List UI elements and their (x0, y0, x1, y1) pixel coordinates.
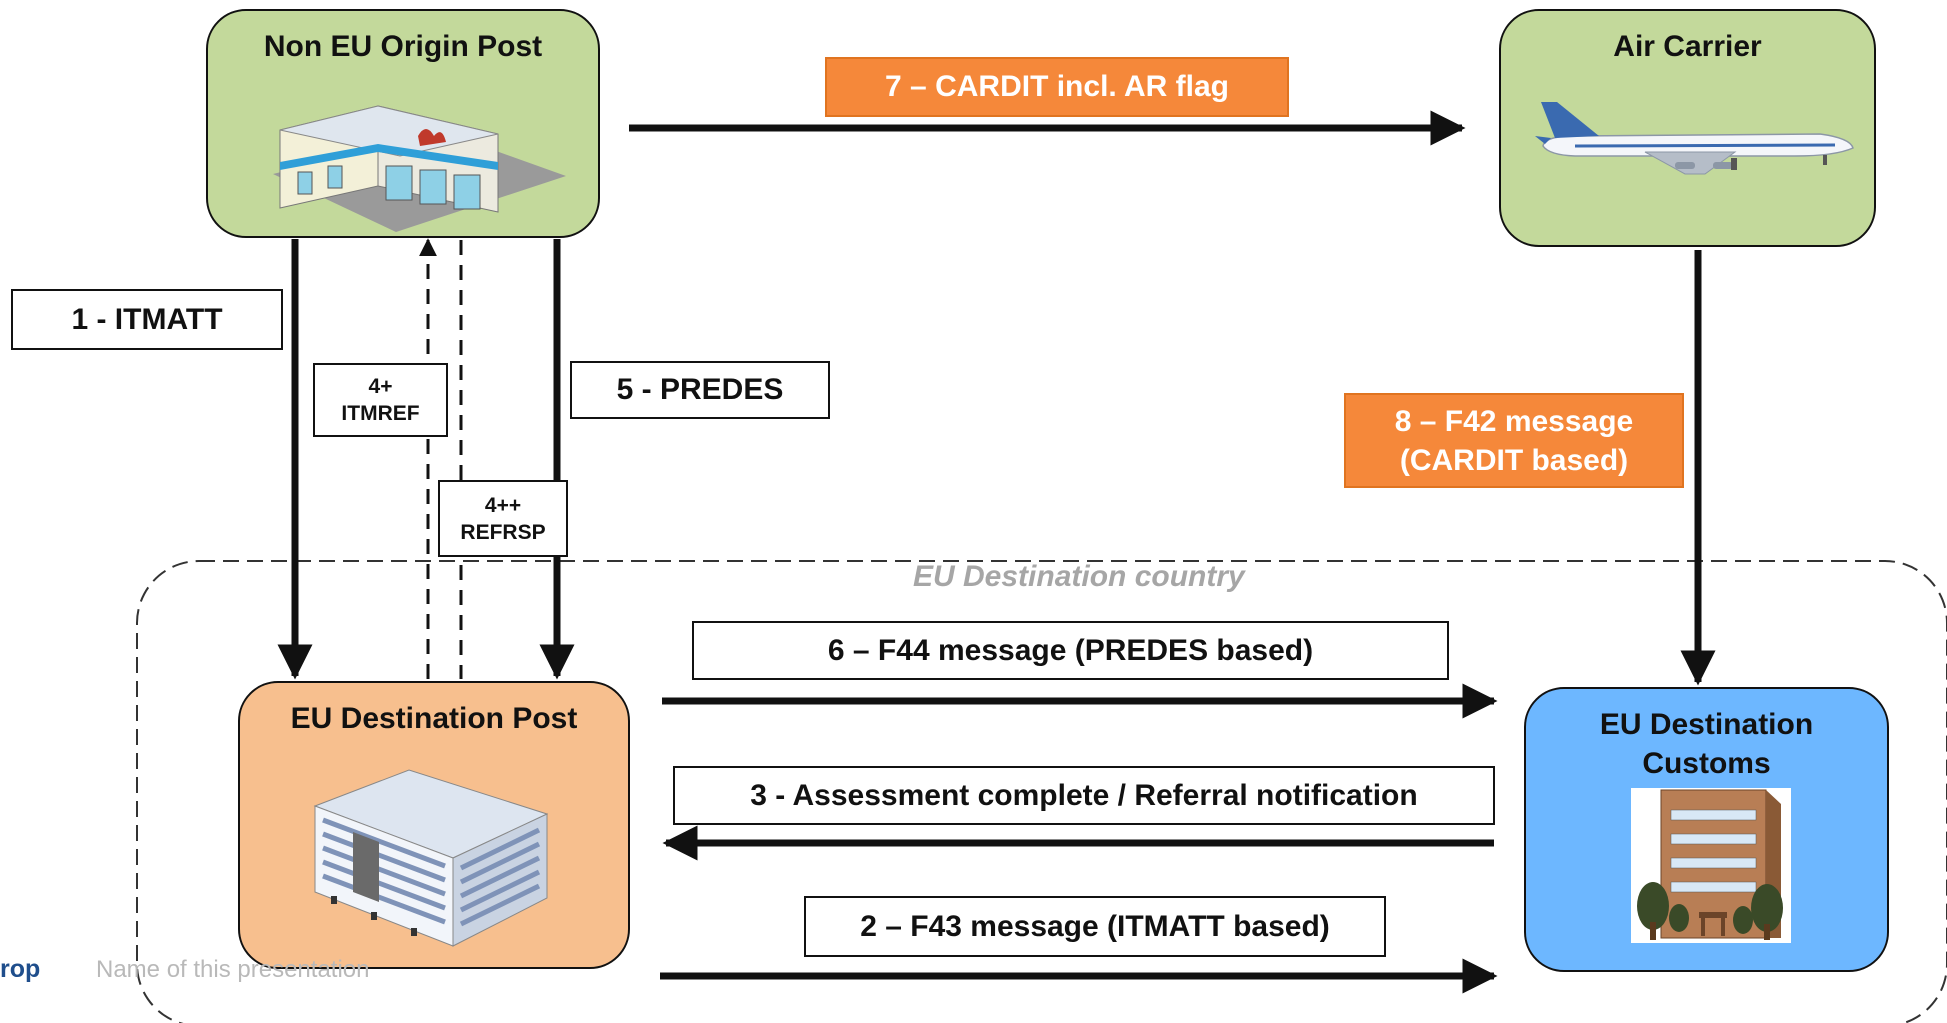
label-f42: 8 – F42 message (CARDIT based) (1344, 393, 1684, 488)
label-f42-line1: 8 – F42 message (1394, 404, 1634, 438)
label-f42-line2: (CARDIT based) (1399, 443, 1629, 477)
office-building-icon (313, 769, 548, 947)
label-refrsp-line2: REFRSP (460, 520, 546, 544)
destination-customs-title-line1: EU Destination (1599, 708, 1814, 741)
post-office-building-icon (273, 105, 566, 232)
label-f44: 6 – F44 message (PREDES based) (692, 621, 1449, 680)
label-predes: 5 - PREDES (570, 361, 830, 419)
label-itmref: 4+ ITMREF (313, 363, 448, 437)
label-refrsp: 4++ REFRSP (438, 480, 568, 557)
label-assessment: 3 - Assessment complete / Referral notif… (673, 766, 1495, 825)
air-carrier-node: Air Carrier (1499, 9, 1876, 247)
footer-presentation-name: Name of this presentation (96, 956, 370, 983)
origin-post-title: Non EU Origin Post (263, 30, 543, 63)
destination-post-title: EU Destination Post (290, 702, 578, 735)
label-itmref-line2: ITMREF (341, 402, 420, 425)
eu-region-title: EU Destination country (913, 560, 1245, 593)
eu-region-border (136, 560, 1947, 1023)
footer-brand: rop (0, 955, 41, 983)
label-itmref-line1: 4+ (368, 375, 393, 398)
label-f43: 2 – F43 message (ITMATT based) (804, 896, 1386, 957)
destination-customs-title-line2: Customs (1642, 747, 1771, 780)
air-carrier-title: Air Carrier (1613, 30, 1762, 63)
label-itmatt: 1 - ITMATT (11, 289, 283, 350)
customs-building-icon (1631, 788, 1791, 943)
label-cardit: 7 – CARDIT incl. AR flag (825, 57, 1289, 117)
label-refrsp-line1: 4++ (484, 493, 522, 517)
airplane-icon (1535, 102, 1854, 175)
